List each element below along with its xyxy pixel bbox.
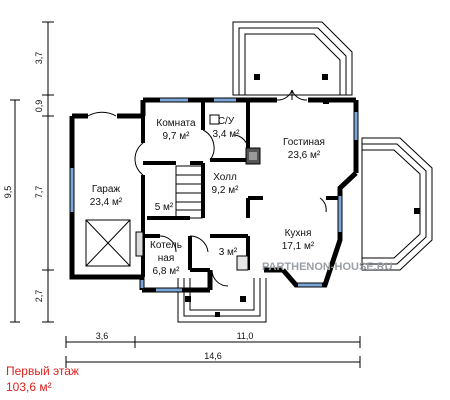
- room-name-boiler-1: Котель: [150, 240, 182, 251]
- room-name-wc: С/У: [218, 116, 235, 127]
- dim-left-1: 3,7: [34, 52, 44, 65]
- dim-left-4: 2,7: [34, 290, 44, 303]
- room-name-hall: Холл: [213, 172, 237, 183]
- room-area-living: 23,6 м²: [288, 150, 321, 161]
- room-labels: Гараж 23,4 м² Комната 9,7 м² С/У 3,4 м² …: [90, 116, 325, 277]
- room-area-vestibule: 3 м²: [219, 247, 238, 258]
- room-name-kitchen: Кухня: [285, 228, 312, 239]
- floor-area: 103,6 м²: [6, 380, 52, 394]
- dim-left-total: 9,5: [3, 186, 13, 199]
- room-name-boiler-2: ная: [158, 253, 175, 264]
- boiler-unit: [135, 231, 144, 257]
- room-name-garage: Гараж: [92, 184, 121, 195]
- room-name-bedroom: Комната: [156, 118, 196, 129]
- staircase: [175, 165, 203, 219]
- room-area-storage: 5 м²: [155, 202, 174, 213]
- terrace-right: [361, 137, 433, 271]
- dim-bottom-2: 11,0: [237, 331, 254, 341]
- doors: [87, 89, 327, 287]
- room-area-garage: 23,4 м²: [90, 197, 123, 208]
- dim-left-3: 7,7: [34, 186, 44, 199]
- porch-bottom: [177, 278, 267, 323]
- fireplace: [245, 147, 261, 165]
- dimension-bottom: [65, 336, 361, 368]
- room-name-living: Гостиная: [283, 137, 325, 148]
- room-area-hall: 9,2 м²: [212, 185, 240, 196]
- toilet: [209, 114, 220, 125]
- floor-title: Первый этаж: [6, 364, 79, 378]
- terrace-top: [232, 21, 353, 96]
- porch-columns: [185, 296, 246, 317]
- room-area-kitchen: 17,1 м²: [282, 241, 315, 252]
- terrace-column: [414, 208, 420, 214]
- dimension-left: [10, 21, 54, 323]
- windows: [70, 98, 358, 292]
- dim-bottom-1: 3,6: [96, 331, 109, 341]
- room-area-bedroom: 9,7 м²: [163, 131, 191, 142]
- watermark-text: PARTHENON-HOUSE.RU: [262, 261, 393, 273]
- dim-left-2: 0,9: [34, 100, 44, 113]
- room-area-wc: 3,4 м²: [213, 129, 241, 140]
- dim-bottom-total: 14,6: [204, 351, 222, 361]
- room-area-boiler: 6,8 м²: [153, 266, 181, 277]
- kitchen-stove: [236, 255, 249, 271]
- car-bay: [85, 219, 131, 267]
